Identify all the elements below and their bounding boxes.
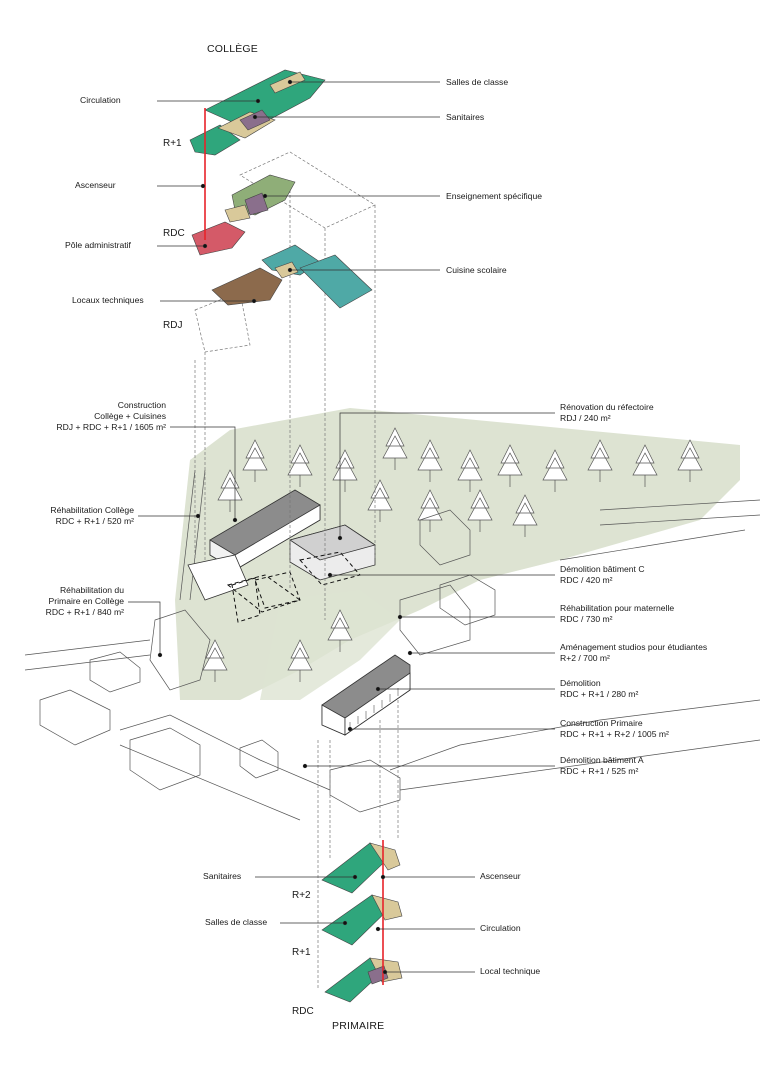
label-line: Aménagement studios pour étudiantes [560, 642, 708, 652]
label-cuisine-scolaire: Cuisine scolaire [446, 265, 507, 275]
label-line: RDJ + RDC + R+1 / 1605 m² [56, 422, 166, 432]
label-line: Réhabilitation Collège [50, 505, 134, 515]
college-title: COLLÈGE [207, 43, 259, 55]
label-primaire-local-technique: Local technique [480, 966, 541, 976]
label-line: R+2 / 700 m² [560, 653, 610, 663]
primaire-floor-r2 [321, 842, 401, 894]
college-buildings [187, 489, 376, 601]
primaire-level-r2: R+2 [292, 890, 311, 901]
label-amenagement-studios: Aménagement studios pour étudiantes R+2 … [560, 642, 707, 664]
label-renovation-refectoire: Rénovation du réfectoire RDJ / 240 m² [560, 402, 654, 424]
primaire-title: PRIMAIRE [332, 1020, 385, 1032]
label-primaire-salles-de-classe: Salles de classe [205, 917, 268, 927]
label-construction-college: Construction Collège + Cuisines RDJ + RD… [50, 400, 166, 433]
site-lower-green [260, 590, 400, 700]
primaire-floor-rdc [324, 957, 403, 1003]
label-line: Réhabilitation du [59, 585, 124, 595]
college-level-rdc: RDC [163, 228, 185, 239]
site-outlines [24, 469, 761, 821]
label-line: Démolition [560, 678, 601, 688]
label-line: RDC + R+1 / 525 m² [560, 766, 639, 776]
label-demolition-batiment-c: Démolition bâtiment C RDC / 420 m² [560, 564, 645, 586]
primaire-level-rdc: RDC [292, 1006, 314, 1017]
label-line: Primaire en Collège [48, 596, 124, 606]
primaire-level-r1: R+1 [292, 947, 311, 958]
label-line: RDC / 730 m² [560, 614, 613, 624]
label-pole-administratif: Pôle administratif [65, 240, 131, 250]
label-ascenseur: Ascenseur [75, 180, 116, 190]
label-primaire-sanitaires: Sanitaires [203, 871, 242, 881]
college-floor-rdj [211, 244, 373, 309]
label-line: RDC + R+1 + R+2 / 1005 m² [560, 729, 669, 739]
label-sanitaires: Sanitaires [446, 112, 485, 122]
label-locaux-techniques: Locaux techniques [72, 295, 144, 305]
label-primaire-circulation: Circulation [480, 923, 521, 933]
label-line: Construction Primaire [560, 718, 643, 728]
primaire-floor-r1 [321, 894, 403, 946]
label-enseignement-specifique: Enseignement spécifique [446, 191, 543, 201]
label-line: RDJ / 240 m² [560, 413, 611, 423]
label-demolition: Démolition RDC + R+1 / 280 m² [560, 678, 638, 700]
leader-lines [128, 79, 555, 975]
label-line: RDC / 420 m² [560, 575, 613, 585]
label-line: RDC + R+1 / 280 m² [560, 689, 639, 699]
label-line: Démolition bâtiment A [560, 755, 644, 765]
label-line: Démolition bâtiment C [560, 564, 645, 574]
label-line: RDC + R+1 / 840 m² [45, 607, 124, 617]
trees [202, 427, 703, 682]
label-circulation: Circulation [80, 95, 121, 105]
label-salles-de-classe: Salles de classe [446, 77, 509, 87]
label-rehabilitation-primaire: Réhabilitation du Primaire en Collège RD… [20, 585, 124, 618]
college-level-r1: R+1 [163, 138, 182, 149]
label-line: Construction [117, 400, 166, 410]
college-floor-r1 [189, 69, 326, 156]
label-demolition-batiment-a: Démolition bâtiment A RDC + R+1 / 525 m² [560, 755, 644, 777]
label-rehabilitation-maternelle: Réhabilitation pour maternelle RDC / 730… [560, 603, 674, 625]
college-floor-rdc [191, 174, 296, 256]
label-primaire-ascenseur: Ascenseur [480, 871, 521, 881]
label-line: Rénovation du réfectoire [560, 402, 654, 412]
label-line: RDC + R+1 / 520 m² [55, 516, 134, 526]
label-rehabilitation-college: Réhabilitation Collège RDC + R+1 / 520 m… [20, 505, 134, 527]
label-construction-primaire: Construction Primaire RDC + R+1 + R+2 / … [560, 718, 669, 740]
label-line: Réhabilitation pour maternelle [560, 603, 675, 613]
label-line: Collège + Cuisines [94, 411, 166, 421]
primaire-dashed-frame [317, 700, 399, 990]
college-level-rdj: RDJ [163, 320, 183, 331]
